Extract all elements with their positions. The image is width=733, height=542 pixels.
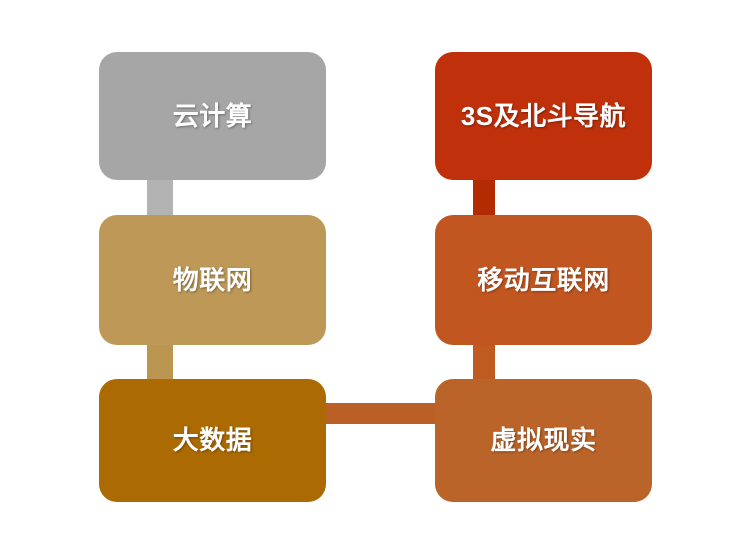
node-mobile-internet[interactable]: 移动互联网: [435, 215, 652, 345]
connector-beidou-to-mobile: [473, 170, 495, 225]
node-label-big-data: 大数据: [172, 425, 253, 456]
connector-mobile-to-vr: [473, 335, 495, 389]
node-3s-beidou-navigation[interactable]: 3S及北斗导航: [435, 52, 652, 180]
connector-bigdata-to-vr: [318, 403, 443, 424]
node-label-mobile-internet: 移动互联网: [477, 264, 610, 295]
node-big-data[interactable]: 大数据: [99, 379, 326, 502]
node-virtual-reality[interactable]: 虚拟现实: [435, 379, 652, 502]
node-label-virtual-reality: 虚拟现实: [490, 425, 597, 456]
node-internet-of-things[interactable]: 物联网: [99, 215, 326, 345]
node-label-3s-beidou-navigation: 3S及北斗导航: [460, 100, 627, 131]
node-cloud-computing[interactable]: 云计算: [99, 52, 326, 180]
node-label-cloud-computing: 云计算: [172, 100, 253, 131]
node-label-internet-of-things: 物联网: [172, 264, 253, 295]
